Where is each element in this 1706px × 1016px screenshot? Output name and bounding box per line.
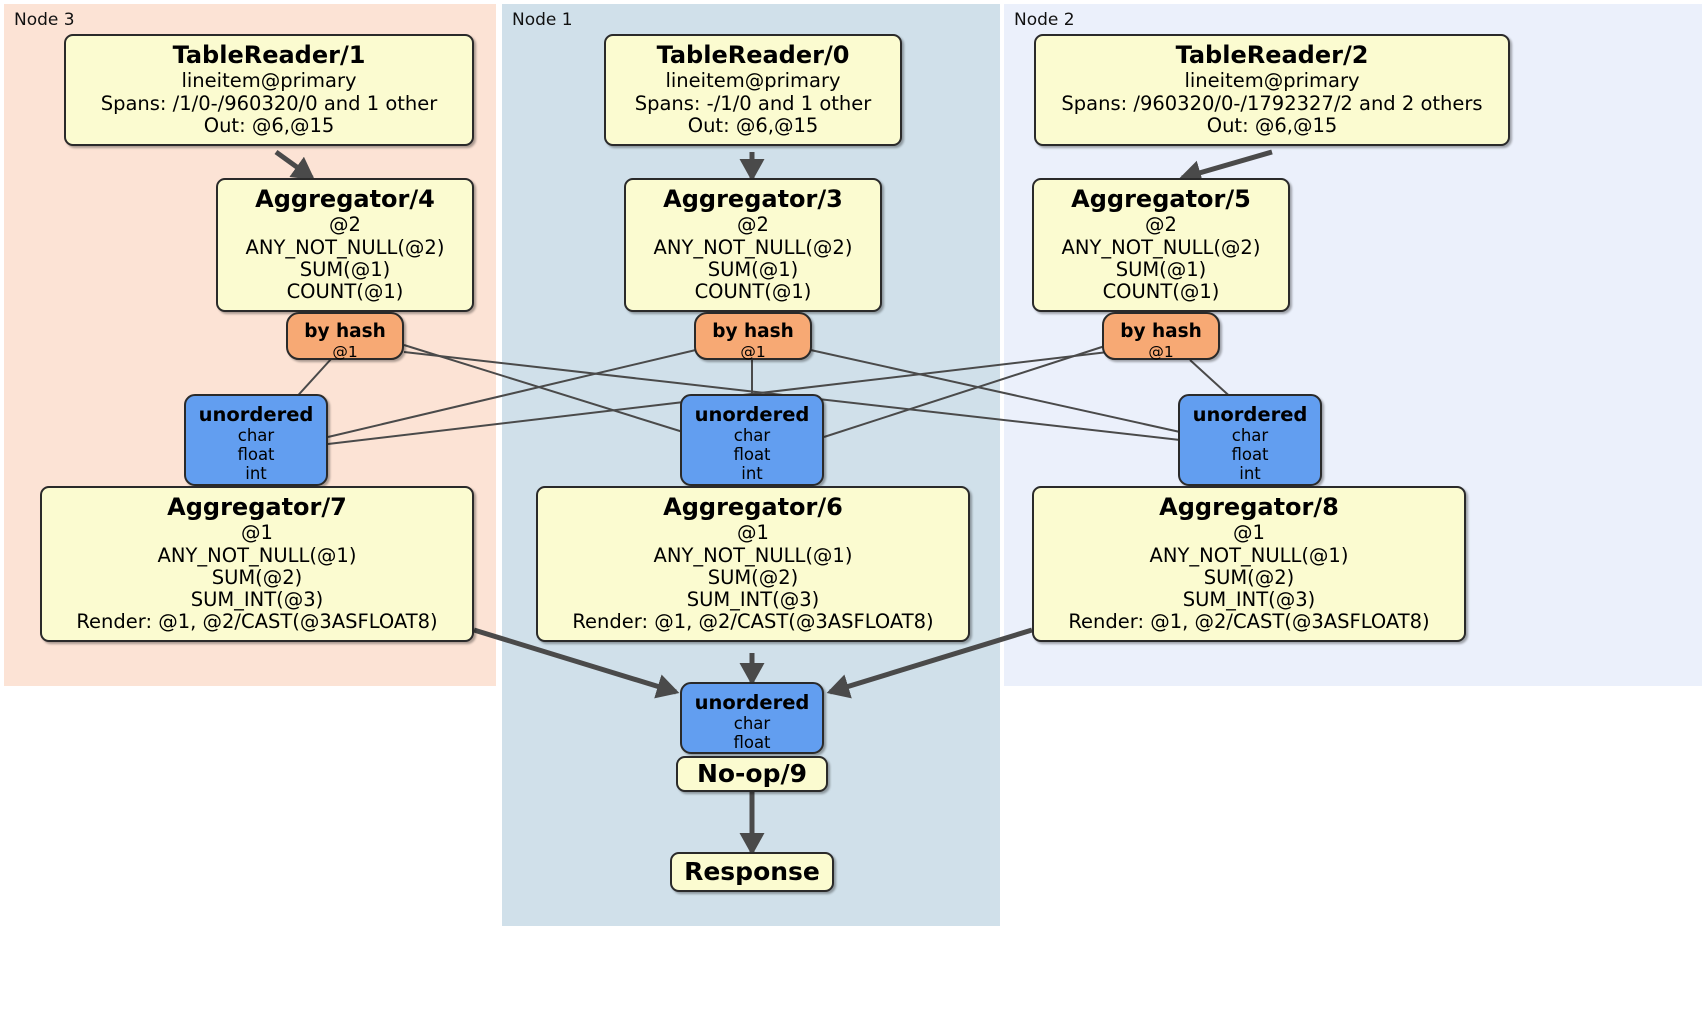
aggregator-4-title: Aggregator/4 bbox=[255, 185, 435, 213]
hash-router-3-column: @1 bbox=[740, 343, 766, 362]
aggregator-8-group: @1 bbox=[1233, 521, 1265, 545]
table-reader-0-index: lineitem@primary bbox=[665, 69, 841, 93]
receiver-node-2-type-1: char bbox=[1231, 426, 1269, 446]
aggregator-3-agg-3: COUNT(@1) bbox=[694, 280, 812, 304]
receiver-node-3-type-3: int bbox=[245, 463, 267, 483]
table-reader-1-spans: Spans: /1/0-/960320/0 and 1 other bbox=[100, 91, 438, 115]
aggregator-7-agg-2: SUM(@2) bbox=[211, 565, 303, 589]
hash-router-3-title: by hash bbox=[712, 321, 794, 342]
aggregator-7-group: @1 bbox=[241, 521, 273, 545]
aggregator-3-title: Aggregator/3 bbox=[663, 185, 843, 213]
receiver-node-1-title: unordered bbox=[694, 403, 810, 426]
aggregator-6-agg-2: SUM(@2) bbox=[707, 565, 799, 589]
table-reader-0-out: Out: @6,@15 bbox=[687, 113, 819, 137]
aggregator-4[interactable]: Aggregator/4 @2 ANY_NOT_NULL(@2) SUM(@1)… bbox=[216, 178, 474, 313]
table-reader-0-spans: Spans: -/1/0 and 1 other bbox=[634, 91, 872, 115]
aggregator-8-agg-1: ANY_NOT_NULL(@1) bbox=[1149, 543, 1349, 567]
table-reader-1-index: lineitem@primary bbox=[181, 69, 357, 93]
receiver-node-1-type-2: float bbox=[733, 445, 771, 465]
aggregator-8-render: Render: @1, @2/CAST(@3ASFLOAT8) bbox=[1068, 610, 1430, 634]
receiver-node-3-title: unordered bbox=[198, 403, 314, 426]
final-receiver-unordered[interactable]: unordered char float bbox=[680, 682, 824, 754]
aggregator-3-agg-1: ANY_NOT_NULL(@2) bbox=[653, 235, 853, 259]
aggregator-6-group: @1 bbox=[737, 521, 769, 545]
aggregator-4-agg-3: COUNT(@1) bbox=[286, 280, 404, 304]
table-reader-1-out: Out: @6,@15 bbox=[203, 113, 335, 137]
aggregator-8[interactable]: Aggregator/8 @1 ANY_NOT_NULL(@1) SUM(@2)… bbox=[1032, 486, 1466, 643]
aggregator-5[interactable]: Aggregator/5 @2 ANY_NOT_NULL(@2) SUM(@1)… bbox=[1032, 178, 1290, 313]
hash-router-4-title: by hash bbox=[304, 321, 386, 342]
table-reader-2[interactable]: TableReader/2 lineitem@primary Spans: /9… bbox=[1034, 34, 1510, 147]
aggregator-8-title: Aggregator/8 bbox=[1159, 493, 1339, 521]
receiver-node-2-title: unordered bbox=[1192, 403, 1308, 426]
response[interactable]: Response bbox=[670, 852, 834, 892]
aggregator-7[interactable]: Aggregator/7 @1 ANY_NOT_NULL(@1) SUM(@2)… bbox=[40, 486, 474, 643]
aggregator-5-agg-2: SUM(@1) bbox=[1115, 257, 1207, 281]
receiver-unordered-node-3[interactable]: unordered char float int bbox=[184, 394, 328, 486]
hash-router-5-column: @1 bbox=[1148, 343, 1174, 362]
aggregator-8-agg-3: SUM_INT(@3) bbox=[1182, 588, 1316, 612]
table-reader-1-title: TableReader/1 bbox=[172, 41, 366, 69]
aggregator-4-agg-1: ANY_NOT_NULL(@2) bbox=[245, 235, 445, 259]
aggregator-4-group: @2 bbox=[329, 213, 361, 237]
hash-router-5-title: by hash bbox=[1120, 321, 1202, 342]
receiver-unordered-node-1[interactable]: unordered char float int bbox=[680, 394, 824, 486]
receiver-node-2-type-3: int bbox=[1239, 463, 1261, 483]
aggregator-6-render: Render: @1, @2/CAST(@3ASFLOAT8) bbox=[572, 610, 934, 634]
hash-router-4-column: @1 bbox=[332, 343, 358, 362]
hash-router-aggregator-3[interactable]: by hash @1 bbox=[694, 312, 812, 362]
aggregator-6-agg-1: ANY_NOT_NULL(@1) bbox=[653, 543, 853, 567]
panel-label-node-1: Node 1 bbox=[512, 10, 573, 30]
aggregator-3[interactable]: Aggregator/3 @2 ANY_NOT_NULL(@2) SUM(@1)… bbox=[624, 178, 882, 313]
hash-router-aggregator-4[interactable]: by hash @1 bbox=[286, 312, 404, 362]
final-receiver-type-1: char bbox=[733, 714, 771, 734]
aggregator-7-agg-3: SUM_INT(@3) bbox=[190, 588, 324, 612]
no-op-9[interactable]: No-op/9 bbox=[676, 756, 828, 792]
aggregator-5-agg-1: ANY_NOT_NULL(@2) bbox=[1061, 235, 1261, 259]
aggregator-4-agg-2: SUM(@1) bbox=[299, 257, 391, 281]
aggregator-8-agg-2: SUM(@2) bbox=[1203, 565, 1295, 589]
table-reader-0[interactable]: TableReader/0 lineitem@primary Spans: -/… bbox=[604, 34, 902, 147]
receiver-node-3-type-1: char bbox=[237, 426, 275, 446]
final-receiver-title: unordered bbox=[694, 691, 810, 714]
table-reader-0-title: TableReader/0 bbox=[656, 41, 850, 69]
aggregator-5-group: @2 bbox=[1145, 213, 1177, 237]
receiver-node-1-type-3: int bbox=[741, 463, 763, 483]
aggregator-6-title: Aggregator/6 bbox=[663, 493, 843, 521]
aggregator-3-agg-2: SUM(@1) bbox=[707, 257, 799, 281]
receiver-node-3-type-2: float bbox=[237, 445, 275, 465]
receiver-node-2-type-2: float bbox=[1231, 445, 1269, 465]
receiver-node-1-type-1: char bbox=[733, 426, 771, 446]
aggregator-6-agg-3: SUM_INT(@3) bbox=[686, 588, 820, 612]
table-reader-2-out: Out: @6,@15 bbox=[1206, 113, 1338, 137]
aggregator-5-agg-3: COUNT(@1) bbox=[1102, 280, 1220, 304]
panel-label-node-3: Node 3 bbox=[14, 10, 75, 30]
aggregator-7-render: Render: @1, @2/CAST(@3ASFLOAT8) bbox=[76, 610, 438, 634]
table-reader-2-index: lineitem@primary bbox=[1184, 69, 1360, 93]
aggregator-3-group: @2 bbox=[737, 213, 769, 237]
aggregator-7-title: Aggregator/7 bbox=[167, 493, 347, 521]
panel-label-node-2: Node 2 bbox=[1014, 10, 1075, 30]
final-receiver-type-2: float bbox=[733, 733, 771, 753]
no-op-9-title: No-op/9 bbox=[696, 758, 808, 788]
table-reader-2-title: TableReader/2 bbox=[1175, 41, 1369, 69]
receiver-unordered-node-2[interactable]: unordered char float int bbox=[1178, 394, 1322, 486]
table-reader-1[interactable]: TableReader/1 lineitem@primary Spans: /1… bbox=[64, 34, 474, 147]
aggregator-7-agg-1: ANY_NOT_NULL(@1) bbox=[157, 543, 357, 567]
hash-router-aggregator-5[interactable]: by hash @1 bbox=[1102, 312, 1220, 362]
aggregator-6[interactable]: Aggregator/6 @1 ANY_NOT_NULL(@1) SUM(@2)… bbox=[536, 486, 970, 643]
response-title: Response bbox=[684, 856, 820, 886]
aggregator-5-title: Aggregator/5 bbox=[1071, 185, 1251, 213]
table-reader-2-spans: Spans: /960320/0-/1792327/2 and 2 others bbox=[1061, 91, 1483, 115]
